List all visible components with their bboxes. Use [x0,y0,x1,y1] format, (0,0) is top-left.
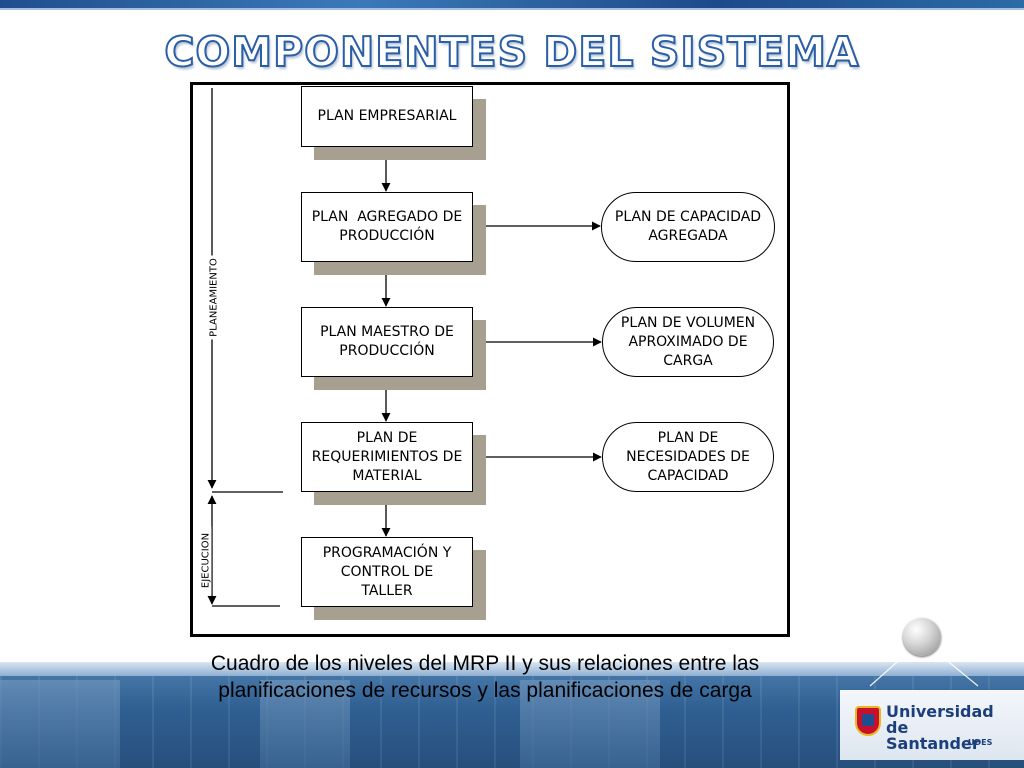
box-plan-empresarial: PLAN EMPRESARIAL [301,86,473,147]
box-line: PLAN AGREGADO DE [311,209,463,225]
box-plan-requerimientos: PLAN DE REQUERIMIENTOS DE MATERIAL [301,422,473,492]
box-line: MATERIAL [352,467,422,484]
logo-subtitle: UDES [968,738,993,747]
top-accent-bar [0,0,1024,10]
diagram-caption: Cuadro de los niveles del MRP II y sus r… [0,650,970,704]
box-line: TALLER [361,582,413,599]
university-logo-text: Universidad de Santander [886,704,1006,752]
slide-title: COMPONENTES DEL SISTEMA [163,27,860,77]
university-seal-icon [855,706,881,736]
band-building-shape [0,680,120,768]
oval-line: AGREGADA [648,228,728,244]
caption-line: Cuadro de los niveles del MRP II y sus r… [210,652,760,675]
oval-line: CAPACIDAD [647,467,729,484]
oval-line: NECESIDADES DE [626,448,750,465]
box-programacion-taller: PROGRAMACIÓN Y CONTROL DE TALLER [301,537,473,607]
oval-line: APROXIMADO DE [628,333,748,350]
planning-label: PLANEAMIENTO [208,255,220,340]
band-building-shape [520,680,660,768]
box-plan-maestro: PLAN MAESTRO DE PRODUCCIÓN [301,307,473,377]
oval-line: CARGA [663,352,713,369]
box-line: PRODUCCIÓN [339,228,435,244]
caption-line: planificaciones de recursos y las planif… [218,679,752,702]
box-line: REQUERIMIENTOS DE [311,448,463,465]
box-line: PLAN DE [356,429,418,446]
band-building-shape [260,680,350,768]
oval-line: PLAN DE CAPACIDAD [614,209,762,225]
decorative-orb [903,618,941,656]
box-line: PLAN EMPRESARIAL [317,108,457,124]
box-line: PLAN MAESTRO DE [320,324,454,340]
oval-capacidad-agregada: PLAN DE CAPACIDAD AGREGADA [601,192,775,262]
execution-label: EJECUCION [200,526,212,595]
oval-volumen-carga: PLAN DE VOLUMEN APROXIMADO DE CARGA [602,307,774,377]
box-line: PROGRAMACIÓN Y [322,544,452,561]
box-line: CONTROL DE [340,563,434,580]
logo-name-line: Universidad [886,702,994,721]
oval-necesidades-capacidad: PLAN DE NECESIDADES DE CAPACIDAD [602,422,774,492]
oval-line: PLAN DE [657,429,719,446]
box-plan-agregado: PLAN AGREGADO DE PRODUCCIÓN [301,192,473,262]
logo-name-line: de Santander [886,718,980,753]
oval-line: PLAN DE VOLUMEN [620,314,756,331]
box-line: PRODUCCIÓN [339,343,435,359]
